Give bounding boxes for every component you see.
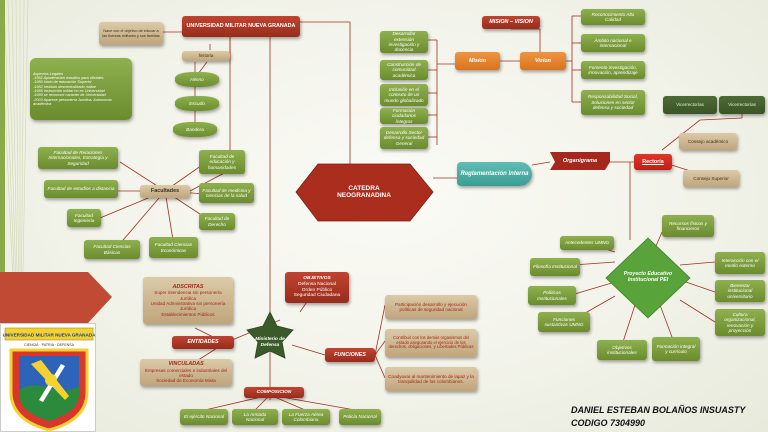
entidades-node[interactable]: ENTIDADES [172, 336, 234, 349]
organigrama-node[interactable]: Organigrama [562, 157, 598, 164]
composicion-node[interactable]: COMPOSICION [244, 387, 304, 398]
rectoria-node[interactable]: Rectoría [634, 154, 672, 170]
vicerrectorias-node-2[interactable]: Vicerrectorías [719, 96, 765, 114]
funciones-item-1[interactable]: Participación desarrollo y ejecución pol… [385, 295, 477, 319]
bienestar-node[interactable]: Bienestar institucional universitario [715, 280, 765, 302]
mision-item-3[interactable]: Inclusión en el contexto de un mundo glo… [380, 84, 428, 106]
catedra-node[interactable]: CATEDRA NEOGRANADINA [337, 184, 391, 199]
consejo-superior-node[interactable]: Consejo Superior [683, 170, 739, 187]
composicion-item-1[interactable]: El ejército Nacional [180, 409, 228, 425]
objetivo-creacion-node[interactable]: Nace con el objetivo de educar a las fue… [99, 22, 163, 45]
ministerio-star-shape [246, 311, 294, 359]
politicas-node[interactable]: Políticas Institucionales [528, 286, 576, 305]
himno-node[interactable]: Himno [175, 72, 219, 87]
adscritas-title: ADSCRITAS [172, 284, 204, 291]
filosofia-node[interactable]: Filosofía Institucional [530, 258, 580, 276]
objetivos-institucionales-node[interactable]: Objetivos institucionales [597, 340, 647, 360]
author-name: DANIEL ESTEBAN BOLAÑOS INSUASTY [571, 405, 746, 415]
logo-motto: CIENCIA · PATRIA · DEFENSA [24, 343, 75, 347]
ministerio-node[interactable]: Ministerio de Defensa [255, 337, 285, 348]
vicerrectorias-node-1[interactable]: Vicerrectorías [663, 96, 717, 114]
interaccion-node[interactable]: Interacción con el medio externo [715, 252, 765, 274]
aspectos-legales-text: Aspectos Legales -1962 Apoderación estud… [33, 71, 112, 107]
mision-item-5[interactable]: Desarrollo Sector defensa y sociedad Gen… [380, 127, 428, 149]
pei-node[interactable]: Proyecto Educativo Institucional PEI [623, 271, 673, 283]
adscritas-node[interactable]: ADSCRITAS Super intendencia sin personer… [143, 277, 233, 324]
facultades-node[interactable]: Facultades [140, 185, 190, 198]
facultad-derecho-node[interactable]: Facultad de Derecho [199, 213, 235, 230]
facultad-basicas-node[interactable]: Facultad Ciencias Básicas [84, 240, 140, 259]
objetivos-text: Defensa Nacional Orden Público Seguridad… [293, 281, 341, 299]
vision-item-1[interactable]: Reconocimiento Alta Calidad [581, 9, 645, 25]
vision-item-3[interactable]: Fomento investigación, innovación, apren… [581, 61, 645, 79]
facultad-distancia-node[interactable]: Facultad de estudios a distancia [44, 180, 118, 198]
organigrama-shape [550, 152, 610, 170]
left-red-arrow [0, 272, 112, 323]
facultad-relaciones-node[interactable]: Facultad de Relaciones Internacionales, … [38, 147, 118, 169]
pei-diamond-shape [605, 237, 691, 319]
reglamentacion-node[interactable]: Reglamentación Interna [457, 162, 532, 186]
facultad-medicina-node[interactable]: Facultad de medicina y ciencias de la sa… [199, 183, 254, 203]
objetivos-node[interactable]: OBJETIVOS Defensa Nacional Orden Público… [285, 272, 349, 303]
composicion-item-4[interactable]: Policía Nacional [339, 409, 381, 425]
funciones-sustantivas-node[interactable]: Funciones sustantivas UMNG [538, 312, 590, 332]
logo-banner-text: UNIVERSIDAD MILITAR NUEVA GRANADA [3, 333, 96, 338]
aspectos-legales-node[interactable]: Aspectos Legales -1962 Apoderación estud… [30, 58, 132, 120]
funciones-min-node[interactable]: FUNCIONES [325, 348, 375, 362]
shield-emblem-icon: UNIVERSIDAD MILITAR NUEVA GRANADA CIENCI… [3, 327, 96, 432]
adscritas-text: Super intendencia sin personería Jurídic… [150, 290, 226, 317]
facultad-economicas-node[interactable]: Facultad Ciencias Económicas [149, 237, 198, 258]
antecedentes-node[interactable]: Antecedentes UMNG [560, 236, 614, 250]
universidad-node[interactable]: UNIVERSIDAD MILITAR NUEVA GRANADA [182, 16, 300, 37]
composicion-item-3[interactable]: La Fuerza Aérea Colombiana [282, 409, 330, 425]
composicion-item-2[interactable]: La Armada Nacional [232, 409, 278, 425]
vision-item-2[interactable]: Ámbito nacional e internacional [581, 34, 645, 52]
mision-item-2[interactable]: Construcción de comunidad académica [380, 60, 428, 80]
objetivos-title: OBJETIVOS [303, 276, 331, 282]
author-code: CODIGO 7304990 [571, 418, 646, 428]
recursos-node[interactable]: Recursos físicos y financieros [662, 215, 714, 237]
left-green-bar [0, 0, 5, 432]
vision-item-4[interactable]: Responsabilidad Social, Soluciones en se… [581, 90, 645, 115]
vinculadas-title: VINCULADAS [168, 361, 204, 368]
vinculadas-text: Empresas comerciales e industriales del … [144, 367, 228, 384]
facultad-educacion-node[interactable]: Facultad de educación y humanidades [199, 150, 245, 174]
mision-item-1[interactable]: Desarrollar extensión investigación y do… [380, 31, 428, 53]
consejo-academico-node[interactable]: Consejo académico [679, 133, 737, 150]
mision-vision-node[interactable]: MISION – VISION [482, 16, 540, 29]
cultura-node[interactable]: Cultura organizacional, renovación y pro… [715, 309, 765, 336]
mision-node[interactable]: Mision [455, 52, 500, 70]
funciones-item-3[interactable]: Coadyuvar al mantenimiento de lapaz y la… [385, 367, 477, 391]
mision-item-4[interactable]: Formación ciudadanos íntegros [380, 108, 428, 124]
facultad-ingenieria-node[interactable]: Facultad Ingeniería [67, 209, 101, 227]
author-credits: DANIEL ESTEBAN BOLAÑOS INSUASTY CODIGO 7… [571, 404, 745, 430]
formacion-integral-node[interactable]: Formación integral y currículo [652, 337, 700, 361]
background-ribbons [0, 0, 29, 432]
bandera-node[interactable]: Bandera [173, 122, 217, 137]
university-logo: UNIVERSIDAD MILITAR NUEVA GRANADA CIENCI… [0, 323, 96, 432]
historia-node[interactable]: historia [182, 51, 230, 61]
vinculadas-node[interactable]: VINCULADAS Empresas comerciales e indust… [140, 359, 232, 386]
funciones-item-2[interactable]: Contribuir con los demás organismos del … [385, 329, 477, 357]
escudo-node[interactable]: Escudo [175, 96, 219, 111]
catedra-hexagon-shape [295, 163, 434, 222]
vision-node[interactable]: Vision [520, 52, 566, 70]
